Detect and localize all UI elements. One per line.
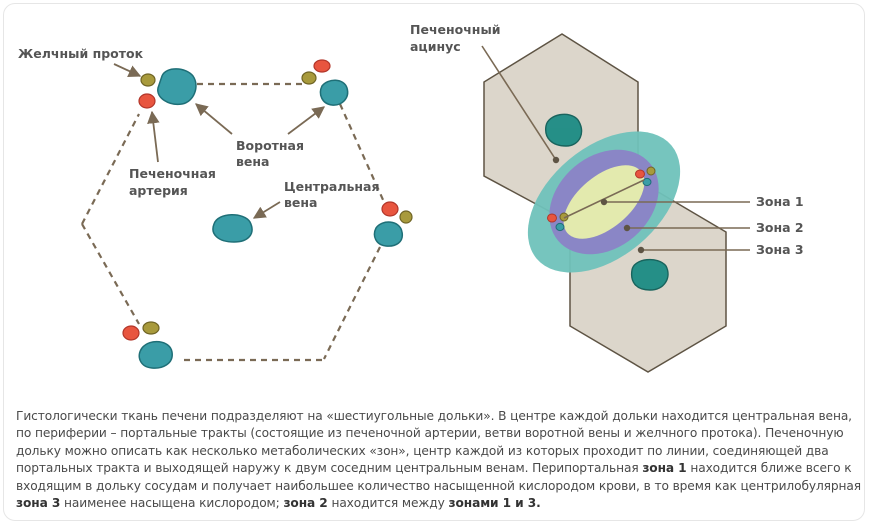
pointer-zone-1-dot: [600, 198, 608, 206]
hexagon-lobule-outline: [81, 82, 386, 362]
pointer-acinus-dot: [552, 156, 560, 164]
label-portal-vein-line1: Воротная: [236, 138, 304, 153]
label-zone-3: Зона 3: [756, 242, 804, 257]
label-bile-duct: Желчный проток: [18, 46, 144, 61]
portal-triad-top-right: [301, 59, 349, 106]
caption-text-1: Гистологически ткань печени подразделяют…: [16, 409, 852, 476]
bile-duct: [140, 73, 156, 87]
bile-duct: [142, 321, 160, 335]
caption-zone-2: зона 2: [283, 496, 328, 511]
caption-zone-1: зона 1: [642, 461, 687, 476]
portal-vein: [138, 340, 173, 369]
label-hepatic-artery-line1: Печеночная: [129, 166, 216, 181]
caption-zones-1-3: зонами 1 и 3.: [448, 496, 541, 511]
arrow-portal-vein-right: [287, 106, 326, 135]
label-portal-vein-line2: вена: [236, 154, 269, 169]
caption-text-4: находится между: [327, 496, 449, 511]
hepatic-artery: [635, 169, 645, 179]
portal-vein: [319, 79, 349, 106]
arrow-bile-duct: [113, 63, 142, 77]
label-central-vein-line2: вена: [284, 195, 317, 210]
acinus-central-vein-top: [545, 113, 583, 147]
liver-lobule-diagram: Желчный проток Печеночная артерия Воротн…: [18, 22, 804, 373]
hepatic-artery: [122, 325, 140, 341]
hepatic-artery: [313, 59, 331, 73]
label-zone-2: Зона 2: [756, 220, 804, 235]
arrow-portal-vein-left: [195, 103, 233, 135]
arrow-hepatic-artery: [147, 110, 160, 163]
portal-triad-acinus-left: [547, 212, 569, 232]
portal-triad-right: [373, 201, 413, 247]
pointer-zone-2-dot: [623, 224, 631, 232]
portal-vein: [642, 177, 652, 187]
label-acinus-line1: Печеночный: [410, 22, 501, 37]
label-hepatic-artery-line2: артерия: [129, 183, 188, 198]
bile-duct: [301, 71, 317, 85]
pointer-zone-3-dot: [637, 246, 645, 254]
caption-text-2: находится ближе всего к входящим в дольк…: [16, 461, 861, 493]
hepatic-artery: [547, 213, 557, 223]
pointer-acinus: [481, 45, 557, 161]
portal-vein: [555, 222, 565, 232]
portal-triad-acinus-right: [635, 166, 656, 187]
caption-text-3: наименее насыщена кислородом;: [60, 496, 284, 511]
portal-vein: [157, 68, 197, 106]
portal-triad-top-left: [138, 68, 197, 109]
label-acinus-line2: ацинус: [410, 39, 461, 54]
bile-duct: [559, 212, 569, 222]
central-vein: [212, 214, 253, 243]
figure-card: Желчный проток Печеночная артерия Воротн…: [3, 3, 865, 521]
label-zone-1: Зона 1: [756, 194, 804, 209]
hepatic-artery: [138, 93, 156, 109]
portal-vein: [373, 221, 404, 247]
acinus-central-vein-bottom: [630, 259, 669, 291]
bile-duct: [399, 210, 413, 224]
arrow-central-vein: [252, 201, 281, 219]
caption-zone-3: зона 3: [16, 496, 61, 511]
label-central-vein-line1: Центральная: [284, 179, 380, 194]
portal-triad-bottom-left: [122, 321, 173, 369]
figure-caption: Гистологически ткань печени подразделяют…: [16, 408, 861, 512]
hepatic-artery: [381, 201, 399, 217]
bile-duct: [646, 166, 656, 176]
